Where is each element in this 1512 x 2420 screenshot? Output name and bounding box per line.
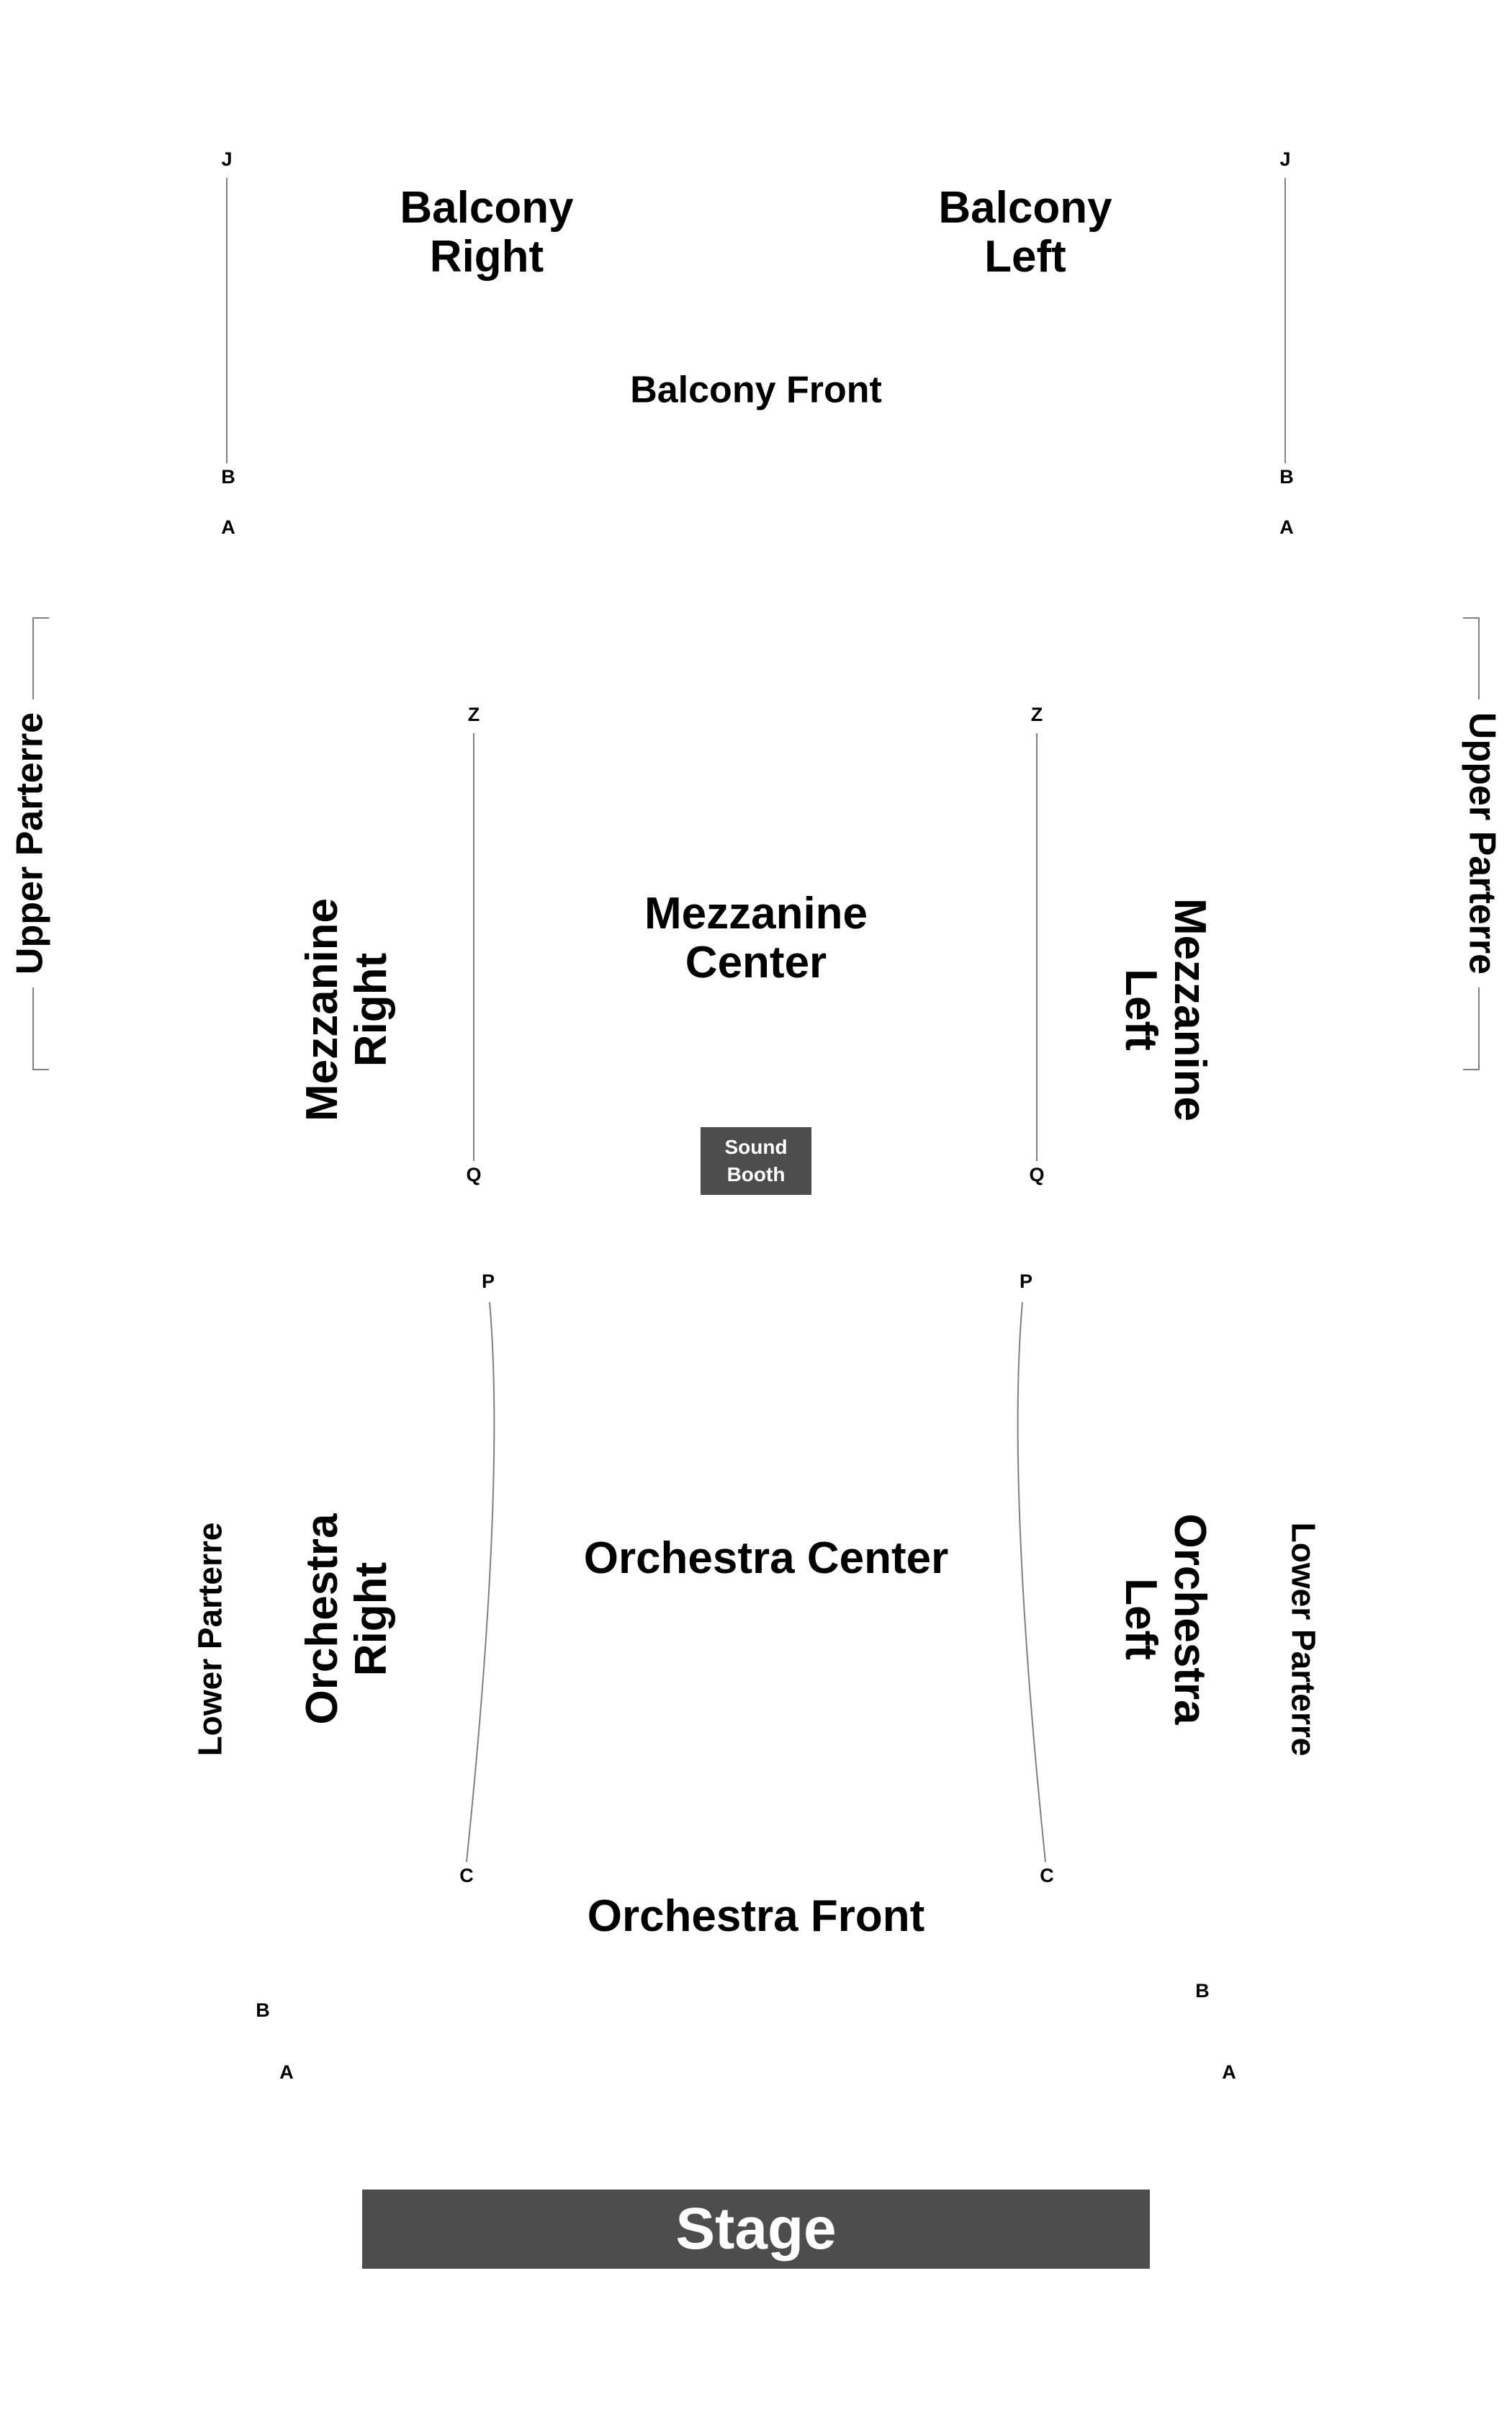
balcony-left-row-j: J	[1279, 148, 1291, 171]
orchestra-left-row-p: P	[1019, 1270, 1033, 1293]
orchestra-right-row-p: P	[481, 1270, 495, 1293]
orchestra-right-row-c: C	[459, 1865, 474, 1887]
mezzanine-left-row-z: Z	[1030, 704, 1043, 726]
upper-parterre-left-label: Upper Parterre	[9, 699, 51, 988]
balcony-left-row-b: B	[1279, 466, 1294, 488]
balcony-right-row-a: A	[221, 516, 235, 539]
upper-parterre-right-label: Upper Parterre	[1461, 699, 1503, 988]
balcony-front-label: Balcony Front	[630, 369, 882, 411]
stage: Stage	[362, 2190, 1150, 2269]
lower-parterre-right-label: Lower Parterre	[1284, 1522, 1323, 1757]
orchestra-front-right-row-a: A	[279, 2061, 294, 2084]
orchestra-left-row-line	[1017, 1301, 1046, 1863]
orchestra-right-row-line	[466, 1301, 495, 1863]
orchestra-front-left-row-a: A	[1222, 2061, 1236, 2084]
sound-booth-line-2: Booth	[726, 1163, 786, 1186]
stage-label: Stage	[675, 2196, 837, 2262]
balcony-right-row-b: B	[221, 466, 235, 488]
orchestra-front-left-row-b: B	[1195, 1980, 1210, 2002]
lower-parterre-left-label: Lower Parterre	[191, 1522, 229, 1757]
orchestra-front-label: Orchestra Front	[587, 1891, 925, 1941]
orchestra-center-label: Orchestra Center	[583, 1533, 949, 1583]
balcony-right-row-j: J	[221, 148, 233, 171]
mezzanine-right-row-z: Z	[467, 704, 480, 726]
orchestra-front-right-row-b: B	[256, 1999, 270, 2022]
mezzanine-left-row-q: Q	[1029, 1164, 1045, 1186]
sound-booth-line-1: Sound	[724, 1136, 788, 1159]
mezzanine-right-row-q: Q	[466, 1164, 482, 1186]
balcony-left-row-a: A	[1279, 516, 1294, 539]
orchestra-left-row-c: C	[1040, 1865, 1054, 1887]
sound-booth: Sound Booth	[701, 1127, 811, 1195]
